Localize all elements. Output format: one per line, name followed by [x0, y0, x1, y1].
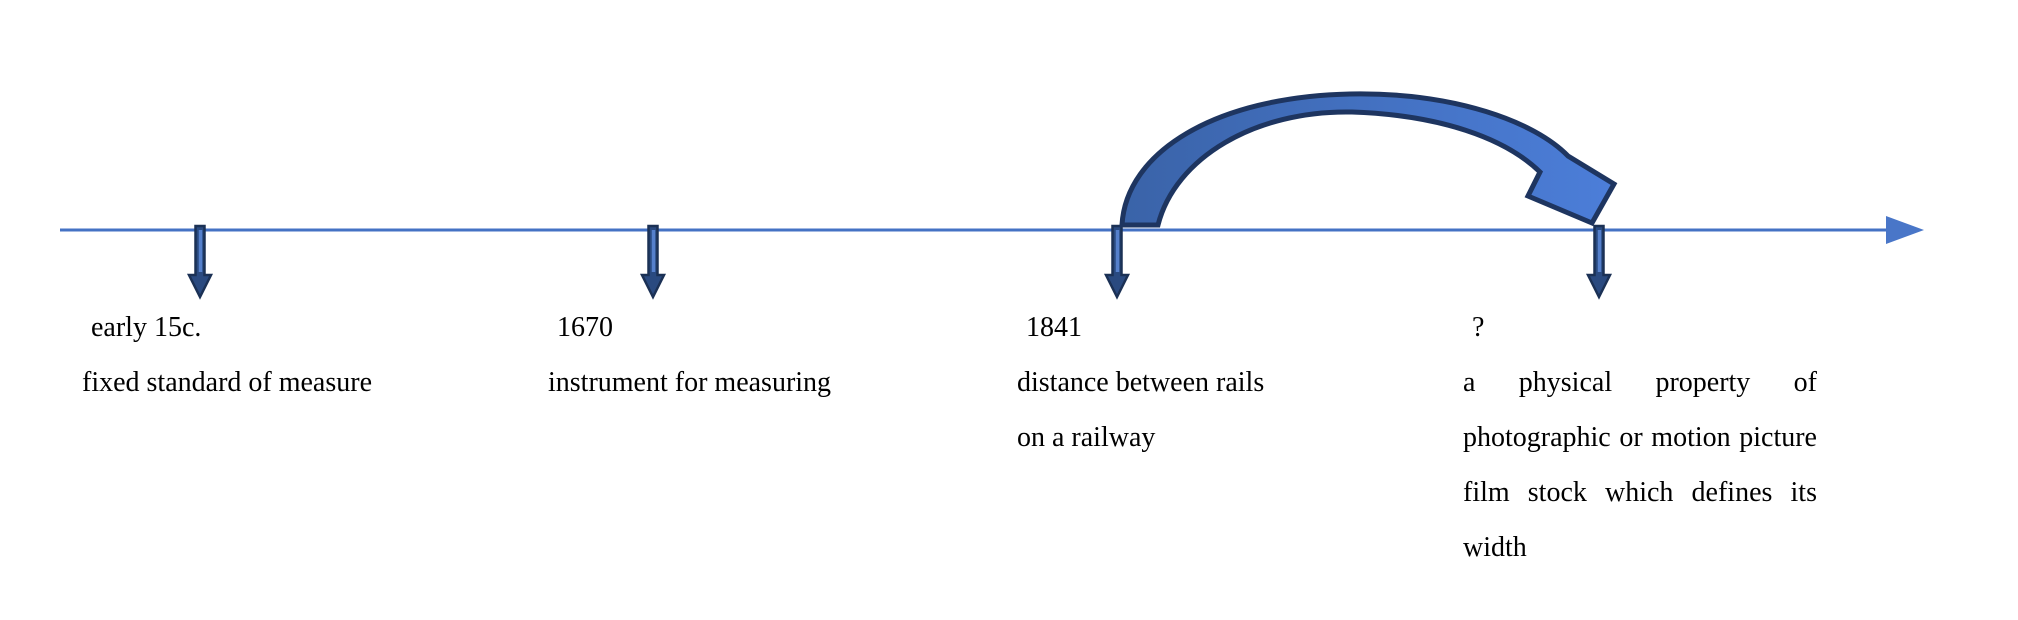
event-description-line: on a railway — [1017, 422, 1156, 453]
event-marker-arrow-icon-question — [1586, 224, 1612, 299]
event-marker-arrow-icon-1841 — [1104, 224, 1130, 299]
event-date: 1670 — [557, 312, 613, 343]
event-description-line: distance between rails — [1017, 367, 1265, 398]
semantic-shift-arc-icon — [1119, 91, 1618, 228]
event-date: ? — [1472, 312, 1485, 343]
event-early15c: early 15c. fixed standard of measure — [82, 300, 422, 410]
timeline-axis-arrowhead-icon — [1886, 216, 1924, 244]
event-marker-arrow-icon-1670 — [640, 224, 666, 299]
event-date: 1841 — [1026, 312, 1082, 343]
event-description-line: instrument for measuring — [548, 367, 832, 398]
event-1841: 1841 distance between rails on a railway — [1017, 300, 1357, 465]
event-description-line: fixed standard of measure — [82, 367, 372, 398]
event-date: early 15c. — [91, 312, 202, 343]
event-description-line: width — [1463, 532, 1527, 563]
event-marker-arrow-icon-early15c — [187, 224, 213, 299]
event-1670: 1670 instrument for measuring — [548, 300, 888, 410]
